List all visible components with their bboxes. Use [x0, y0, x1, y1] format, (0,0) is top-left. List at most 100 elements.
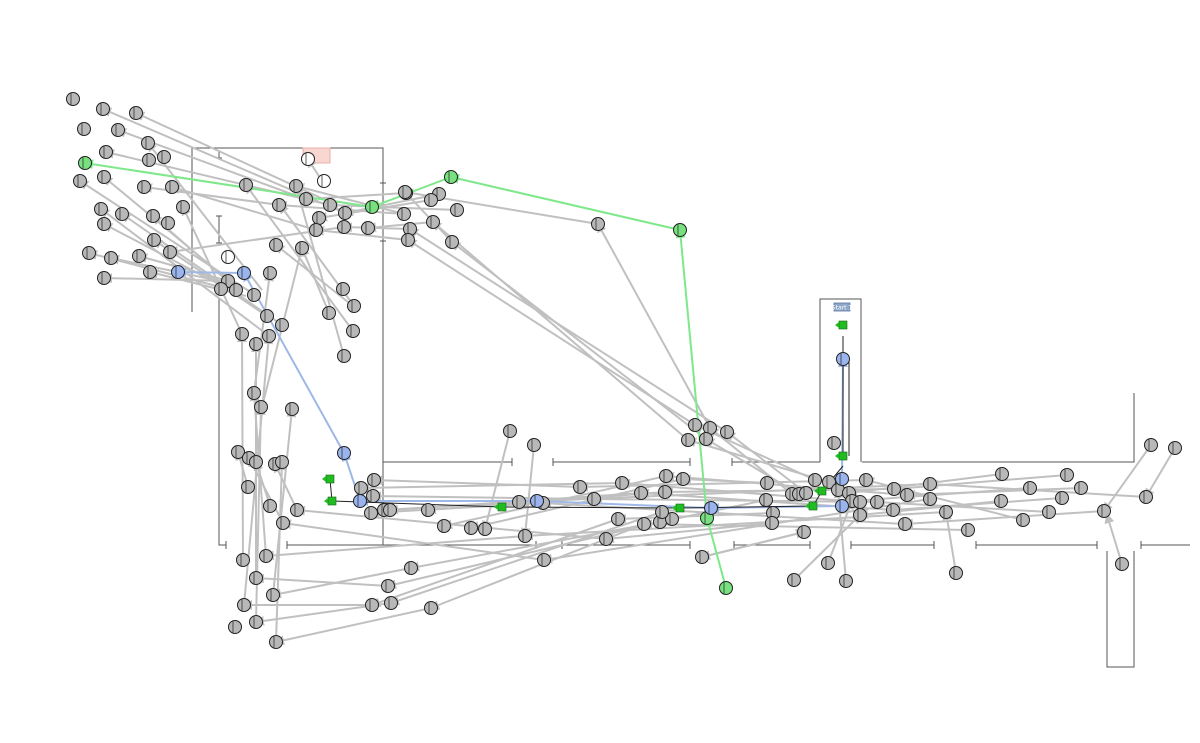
gray-node-112	[760, 476, 774, 490]
gray-edge-54	[372, 475, 581, 488]
gray-node-84	[437, 519, 451, 533]
gray-node-29	[299, 192, 313, 206]
gray-node-94	[655, 505, 669, 519]
device-icon-0	[835, 320, 848, 330]
gray-edge-77	[686, 437, 830, 483]
blue-node-4	[530, 494, 544, 508]
gray-edge-24	[300, 246, 330, 314]
gray-node-139	[1023, 481, 1037, 495]
gray-node-32	[338, 206, 352, 220]
gray-node-141	[1016, 513, 1030, 527]
gray-node-79	[366, 489, 380, 503]
gray-node-75	[404, 561, 418, 575]
gray-node-16	[161, 216, 175, 230]
gray-edge-110	[314, 225, 409, 241]
gray-edge-62	[520, 444, 535, 538]
gray-edge-106	[701, 529, 806, 558]
gray-node-30	[323, 198, 337, 212]
green-node-5	[719, 581, 733, 595]
gray-node-98	[587, 492, 601, 506]
green-node-3	[673, 223, 687, 237]
gray-node-96	[512, 495, 526, 509]
gray-node-7	[142, 153, 156, 167]
gray-node-64	[236, 553, 250, 567]
gray-node-93	[665, 512, 679, 526]
device-icon-7	[814, 486, 827, 496]
gray-node-146	[1097, 504, 1111, 518]
gray-edge-45	[281, 519, 545, 561]
gray-node-145	[1074, 481, 1088, 495]
gray-node-74	[269, 635, 283, 649]
gray-node-129	[870, 495, 884, 509]
gray-node-107	[703, 421, 717, 435]
gray-node-68	[237, 598, 251, 612]
blue-node-3	[353, 494, 367, 508]
gray-edge-114	[304, 192, 407, 204]
devices	[322, 320, 848, 513]
upper-room-wall	[191, 147, 384, 545]
gray-node-12	[165, 180, 179, 194]
gray-node-36	[295, 241, 309, 255]
gray-node-166	[398, 185, 412, 199]
gray-node-90	[611, 512, 625, 526]
gray-node-76	[381, 579, 395, 593]
gray-node-19	[147, 233, 161, 247]
blue-node-1	[237, 266, 251, 280]
gray-node-2	[129, 106, 143, 120]
blue-node-2	[337, 446, 351, 460]
gray-node-35	[269, 238, 283, 252]
gray-node-25	[97, 271, 111, 285]
gray-edge-111	[328, 200, 458, 211]
blue-node-7	[835, 472, 849, 486]
green-edge-4	[704, 516, 727, 589]
door-markers	[216, 150, 1142, 549]
gray-node-73	[249, 615, 263, 629]
gray-node-148	[1144, 438, 1158, 452]
gray-node-21	[82, 246, 96, 260]
gray-node-31	[312, 211, 326, 225]
gray-node-41	[247, 288, 261, 302]
gray-node-53	[254, 400, 268, 414]
gray-node-152	[839, 574, 853, 588]
gray-edge-101	[1104, 513, 1123, 565]
gray-node-120	[808, 473, 822, 487]
gray-node-40	[229, 283, 243, 297]
gray-node-72	[228, 620, 242, 634]
gray-node-0	[66, 92, 80, 106]
floor-plan-walls	[191, 147, 1190, 668]
gray-node-39	[214, 282, 228, 296]
gray-edge-86	[542, 498, 931, 564]
gray-node-48	[322, 306, 336, 320]
gray-node-62	[276, 516, 290, 530]
gray-node-100	[634, 486, 648, 500]
gray-edge-3	[146, 141, 263, 291]
gray-node-34	[337, 220, 351, 234]
gray-node-80	[364, 506, 378, 520]
gray-edge-66	[431, 220, 689, 441]
gray-node-26	[239, 178, 253, 192]
gray-node-83	[421, 503, 435, 517]
gray-node-82	[383, 503, 397, 517]
gray-edge-51	[389, 511, 663, 606]
gray-edge-41	[274, 607, 432, 646]
gray-node-50	[346, 324, 360, 338]
gray-node-46	[275, 318, 289, 332]
gray-edge-21	[293, 184, 345, 357]
gray-edge-99	[1102, 444, 1152, 513]
green-edge-0	[83, 159, 373, 208]
gray-node-28	[272, 198, 286, 212]
gray-node-154	[787, 573, 801, 587]
gray-node-23	[132, 249, 146, 263]
gray-node-91	[637, 517, 651, 531]
gray-edge-109	[342, 222, 411, 233]
gray-node-104	[503, 424, 517, 438]
gray-node-37	[263, 266, 277, 280]
gray-node-126	[853, 495, 867, 509]
gray-node-99	[615, 476, 629, 490]
gray-node-45	[262, 329, 276, 343]
blue-edge-0	[176, 267, 245, 278]
gray-node-22	[104, 251, 118, 265]
gray-node-4	[111, 123, 125, 137]
elevator-shaft-wall	[819, 298, 862, 462]
